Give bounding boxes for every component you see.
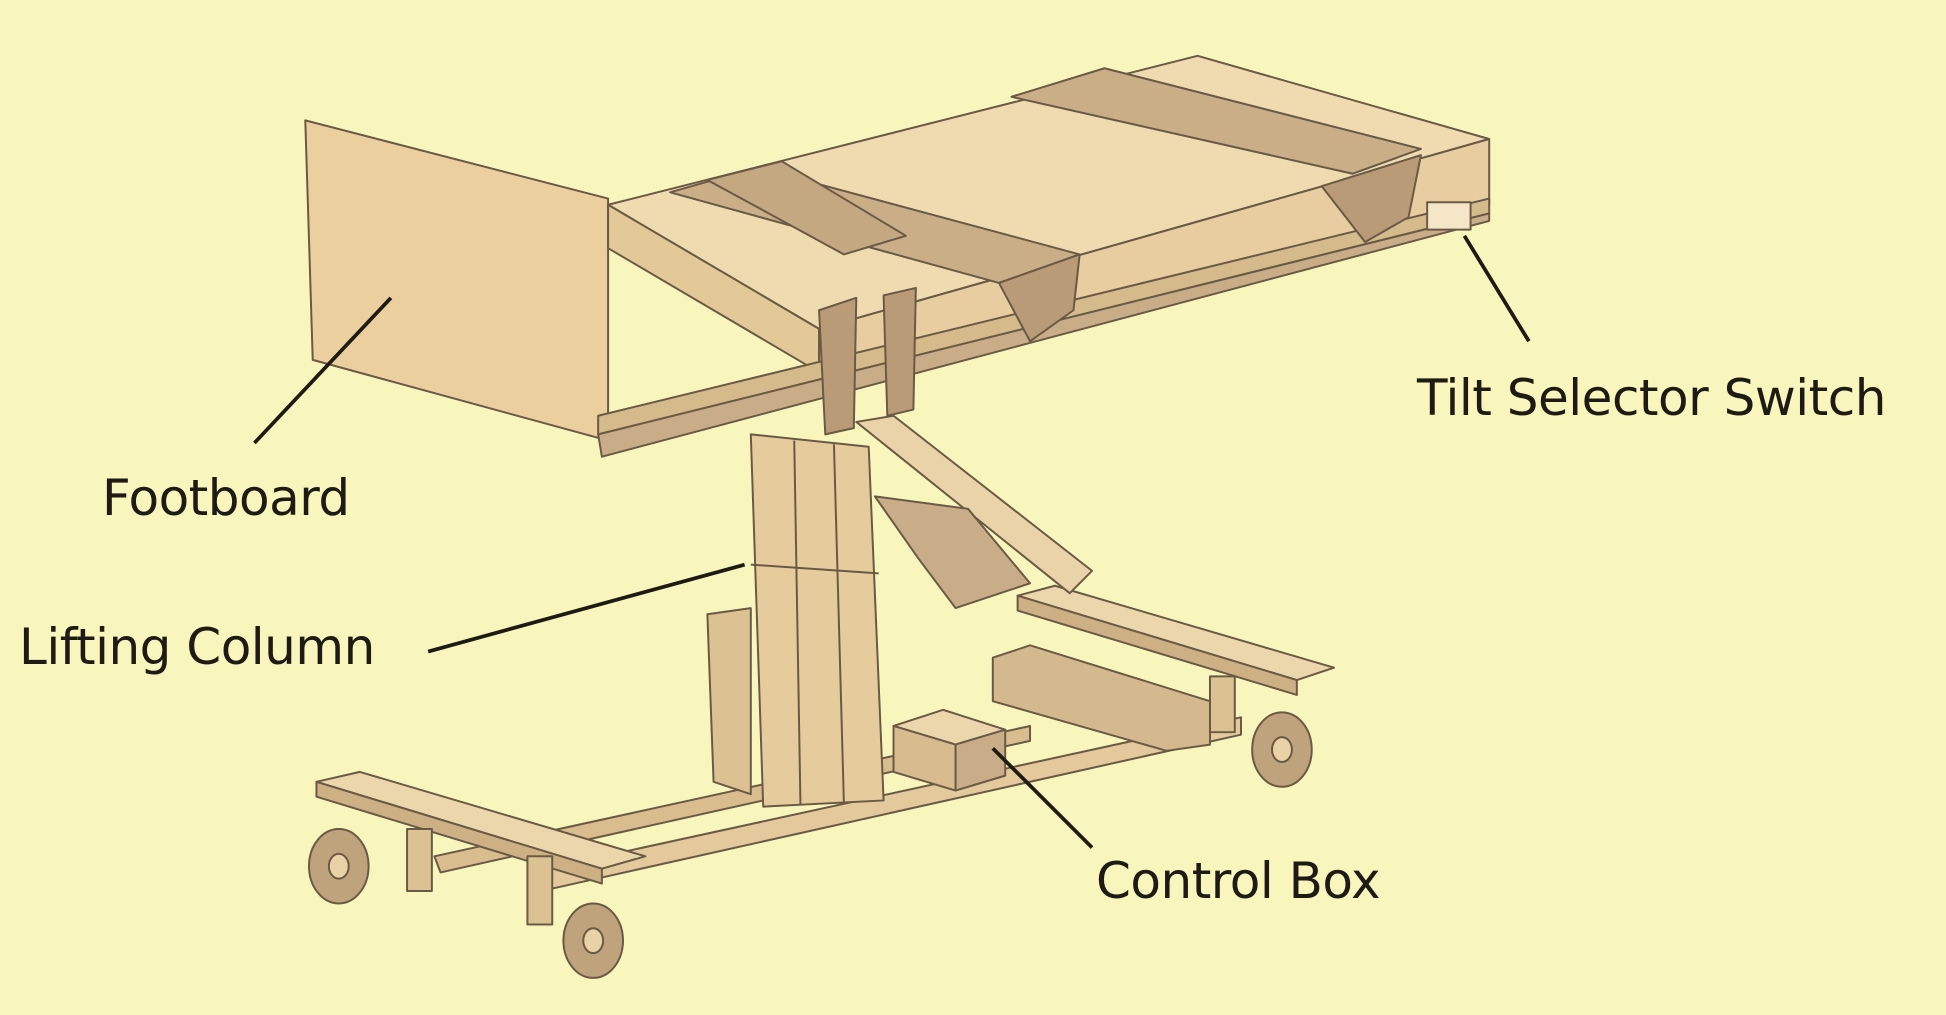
table-top [597,54,1491,458]
caster-wheel [1271,736,1293,763]
caster-wheel [582,927,605,955]
tilt-actuator [873,495,1032,610]
base-crossbar-right-side [1016,594,1298,696]
control-box-label: Control Box [1096,852,1381,910]
casters [308,711,1313,979]
tilt-selector-switch [1426,201,1472,231]
tilt-selector-switch-label: Tilt Selector Switch [1417,369,1886,427]
caster-wheel [327,852,350,880]
base-leg [1208,675,1236,734]
tilt-arm [855,414,1094,595]
straps [669,67,1422,436]
footboard-label: Footboard [102,469,350,527]
control-box-leader-line [991,747,1094,849]
footboard-panel [304,119,610,442]
lifting-column-leader-line [427,562,746,654]
lifting-column-label: Lifting Column [19,618,375,676]
actuator-motor [991,644,1211,752]
base-leg [526,855,554,926]
leader-lines [253,234,1531,849]
footboard-leader-line [253,296,393,445]
tilt-switch-leader-line [1462,234,1531,343]
base-leg [406,827,433,893]
control-box [892,708,1007,792]
lifting-column [706,433,885,808]
